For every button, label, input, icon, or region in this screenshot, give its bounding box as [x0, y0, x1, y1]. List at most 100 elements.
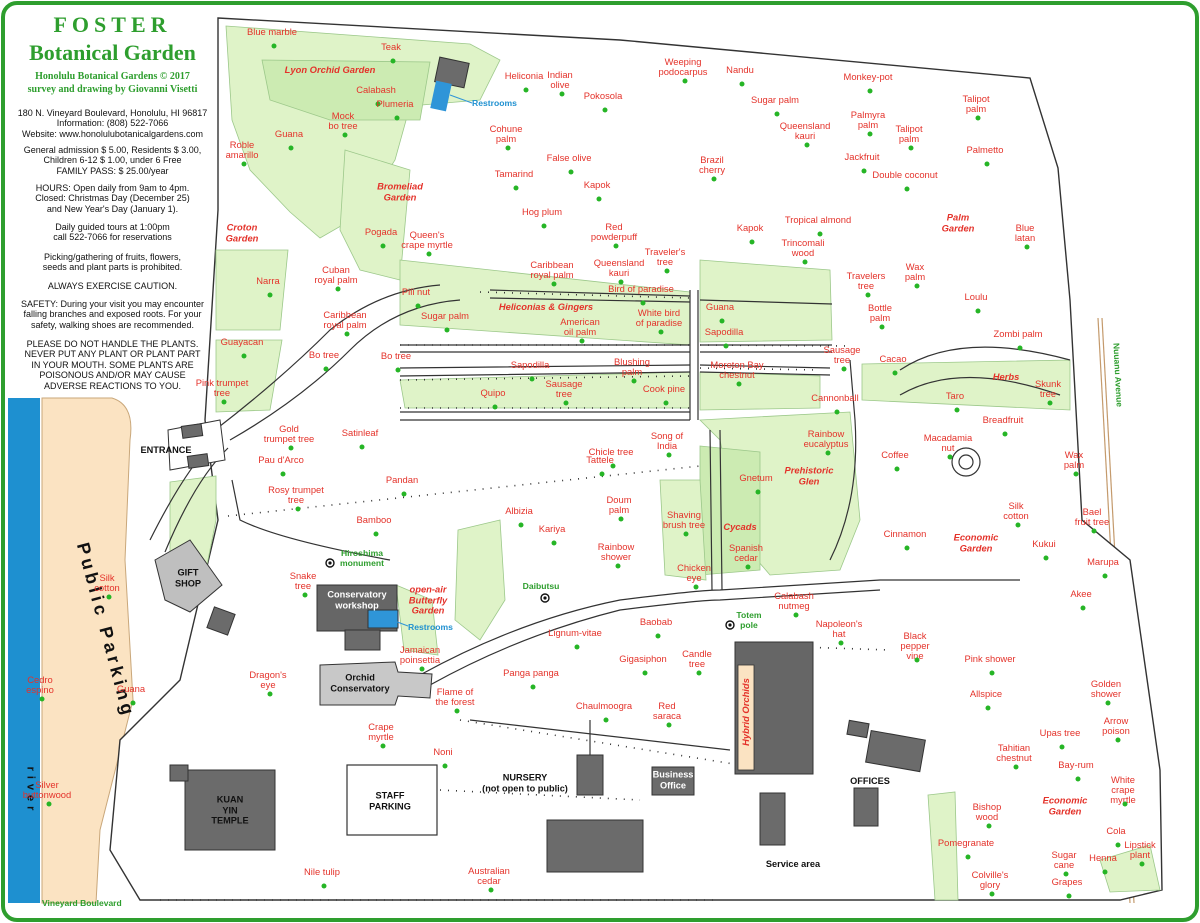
- plant-label[interactable]: Monkey-pot: [843, 71, 893, 82]
- plant-label[interactable]: Bo tree: [380, 350, 412, 361]
- plant-label[interactable]: Roble amarillo: [225, 139, 259, 160]
- plant-label[interactable]: Double coconut: [872, 169, 938, 180]
- plant-label[interactable]: Quipo: [480, 387, 506, 398]
- plant-label[interactable]: Sapodilla: [704, 326, 744, 337]
- plant-label[interactable]: Flame of the forest: [435, 686, 475, 707]
- plant-label[interactable]: White bird of paradise: [635, 307, 683, 328]
- plant-label[interactable]: Dragon's eye: [249, 669, 287, 690]
- plant-label[interactable]: Jamaican poinsettia: [399, 644, 441, 665]
- plant-label[interactable]: Kapok: [736, 222, 764, 233]
- plant-label[interactable]: Tahitian chestnut: [996, 742, 1032, 763]
- plant-label[interactable]: Silk cotton: [1003, 500, 1029, 521]
- gift-shop-label[interactable]: GIFT SHOP: [174, 567, 202, 589]
- plant-label[interactable]: Lignum-vitae: [548, 627, 602, 638]
- plant-label[interactable]: Talipot palm: [895, 123, 923, 144]
- plant-label[interactable]: Coffee: [881, 449, 909, 460]
- plant-label[interactable]: Silver buttonwood: [22, 779, 72, 800]
- plant-label[interactable]: Guana: [705, 301, 735, 312]
- plant-label[interactable]: Doum palm: [606, 494, 632, 515]
- plant-label[interactable]: Calabash nutmeg: [774, 590, 814, 611]
- plant-label[interactable]: Traveler's tree: [644, 246, 686, 267]
- plant-label[interactable]: Cacao: [879, 353, 907, 364]
- plant-label[interactable]: Chaulmoogra: [575, 700, 633, 711]
- plant-label[interactable]: Brazil cherry: [698, 154, 726, 175]
- plant-label[interactable]: Red saraca: [652, 700, 682, 721]
- plant-label[interactable]: Weeping podocarpus: [658, 56, 708, 77]
- plant-label[interactable]: Napoleon's hat: [815, 618, 863, 639]
- plant-label[interactable]: White crape myrtle: [1110, 774, 1136, 805]
- plant-label[interactable]: Gnetum: [739, 472, 773, 483]
- plant-label[interactable]: Blushing palm: [614, 356, 650, 377]
- plant-label[interactable]: Cola: [1106, 825, 1126, 836]
- plant-label[interactable]: Tattele: [586, 454, 614, 465]
- plant-label[interactable]: Blue marble: [246, 26, 298, 37]
- plant-label[interactable]: Panga panga: [503, 667, 559, 678]
- plant-label[interactable]: Akee: [1070, 588, 1092, 599]
- plant-label[interactable]: Calabash: [356, 84, 396, 95]
- plant-label[interactable]: Noni: [433, 746, 453, 757]
- plant-label[interactable]: Mock bo tree: [328, 110, 358, 131]
- plant-label[interactable]: Australian cedar: [468, 865, 510, 886]
- orchid-conservatory-label[interactable]: Orchid Conservatory: [330, 672, 390, 694]
- plant-label[interactable]: Albizia: [505, 505, 533, 516]
- plant-label[interactable]: Hog plum: [521, 206, 563, 217]
- plant-label[interactable]: Lipstick plant: [1124, 839, 1156, 860]
- plant-label[interactable]: Snake tree: [289, 570, 317, 591]
- kuan-yin-temple-label[interactable]: KUAN YIN TEMPLE: [211, 794, 249, 826]
- plant-label[interactable]: Caribbean royal palm: [530, 259, 574, 280]
- plant-label[interactable]: Blue latan: [1014, 222, 1036, 243]
- plant-label[interactable]: Bamboo: [356, 514, 392, 525]
- plant-label[interactable]: Sugar cane: [1051, 849, 1077, 870]
- plant-label[interactable]: Henna: [1089, 852, 1117, 863]
- plant-label[interactable]: Plumeria: [376, 98, 414, 109]
- plant-label[interactable]: Travelers tree: [846, 270, 886, 291]
- plant-label[interactable]: Breadfruit: [982, 414, 1024, 425]
- plant-label[interactable]: Queensland kauri: [593, 257, 645, 278]
- plant-label[interactable]: Taro: [945, 390, 965, 401]
- plant-label[interactable]: Satinleaf: [341, 427, 379, 438]
- plant-label[interactable]: Rainbow eucalyptus: [803, 428, 849, 449]
- plant-label[interactable]: Pogada: [364, 226, 398, 237]
- plant-label[interactable]: Chicle tree: [588, 446, 634, 457]
- plant-label[interactable]: Gold trumpet tree: [263, 423, 315, 444]
- plant-label[interactable]: Grapes: [1051, 876, 1083, 887]
- plant-label[interactable]: Kariya: [538, 523, 566, 534]
- plant-label[interactable]: Baobab: [639, 616, 673, 627]
- plant-label[interactable]: Pink shower: [964, 653, 1016, 664]
- plant-label[interactable]: Narra: [256, 275, 280, 286]
- plant-label[interactable]: Spanish cedar: [729, 542, 763, 563]
- plant-label[interactable]: Golden shower: [1090, 678, 1122, 699]
- plant-label[interactable]: Bishop wood: [972, 801, 1002, 822]
- plant-label[interactable]: Bottle palm: [868, 302, 892, 323]
- plant-label[interactable]: Allspice: [969, 688, 1003, 699]
- plant-label[interactable]: Guana: [274, 128, 304, 139]
- plant-label[interactable]: Pink trumpet tree: [195, 377, 249, 398]
- plant-label[interactable]: Sugar palm: [421, 310, 469, 321]
- plant-label[interactable]: Pandan: [385, 474, 419, 485]
- plant-label[interactable]: Cinnamon: [883, 528, 927, 539]
- plant-label[interactable]: Tropical almond: [784, 214, 852, 225]
- plant-label[interactable]: Cuban royal palm: [314, 264, 358, 285]
- plant-label[interactable]: Kukui: [1032, 538, 1056, 549]
- plant-label[interactable]: Sausage tree: [545, 378, 583, 399]
- plant-label[interactable]: Gigasiphon: [619, 653, 667, 664]
- plant-label[interactable]: Nandu: [726, 64, 754, 75]
- plant-label[interactable]: Moreton Bay chestnut: [710, 359, 764, 380]
- plant-label[interactable]: Guana: [116, 683, 146, 694]
- plant-label[interactable]: Trincomali wood: [781, 237, 825, 258]
- plant-label[interactable]: Shaving brush tree: [662, 509, 706, 530]
- plant-label[interactable]: Rosy trumpet tree: [268, 484, 324, 505]
- plant-label[interactable]: Tamarind: [494, 168, 534, 179]
- plant-label[interactable]: Cook pine: [642, 383, 686, 394]
- plant-label[interactable]: Bo tree: [308, 349, 340, 360]
- plant-label[interactable]: Sugar palm: [751, 94, 799, 105]
- plant-label[interactable]: Macadamia nut: [923, 432, 973, 453]
- plant-label[interactable]: American oil palm: [560, 316, 600, 337]
- plant-label[interactable]: False olive: [546, 152, 592, 163]
- plant-label[interactable]: Kapok: [583, 179, 611, 190]
- plant-label[interactable]: Cedro espino: [26, 674, 54, 695]
- plant-label[interactable]: Palmetto: [966, 144, 1004, 155]
- plant-label[interactable]: Heliconia: [504, 70, 544, 81]
- plant-label[interactable]: Talipot palm: [962, 93, 990, 114]
- plant-label[interactable]: Wax palm: [904, 261, 926, 282]
